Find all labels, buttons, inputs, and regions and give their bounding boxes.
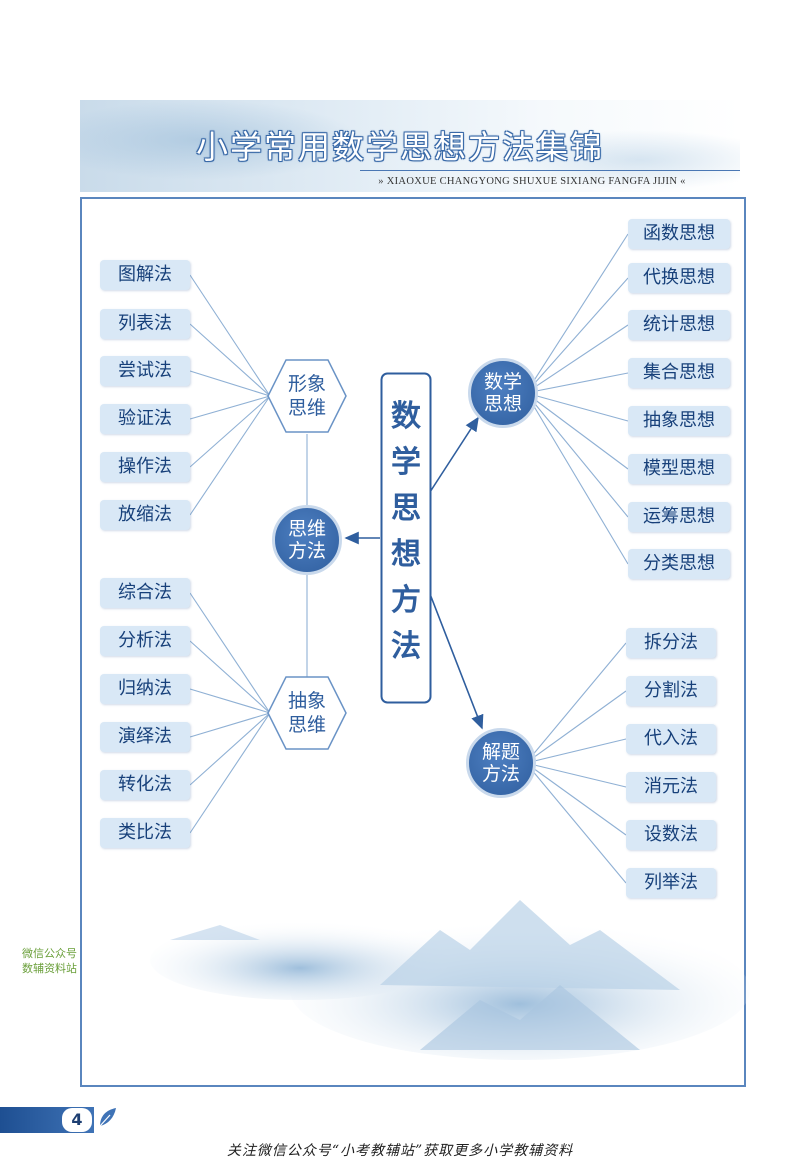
- hexagon-shape-upper: [267, 359, 347, 433]
- watermark-line: 微信公众号: [22, 947, 77, 960]
- connector-left-lower: [189, 712, 271, 738]
- leaf-right-upper: 函数思想: [628, 219, 730, 249]
- connector-right-lower: [525, 762, 627, 884]
- leaf-left-lower: 归纳法: [100, 674, 190, 704]
- page-title: 小学常用数学思想方法集锦: [195, 128, 604, 166]
- arrow-to-math-ideas: [429, 416, 479, 493]
- leaf-left-lower: 综合法: [100, 578, 190, 608]
- connector-right-upper: [525, 233, 629, 394]
- page-subtitle: » XIAOXUE CHANGYONG SHUXUE SIXIANG FANGF…: [378, 176, 686, 187]
- leaf-left-upper: 操作法: [100, 452, 190, 482]
- leaf-right-upper: 模型思想: [628, 454, 730, 484]
- connector-right-lower: [525, 762, 627, 788]
- connector-right-lower: [525, 690, 627, 764]
- connector-right-upper: [525, 277, 629, 394]
- connector-left-lower: [189, 712, 271, 786]
- hex-node-imagery-thinking: 形象思维: [268, 372, 346, 420]
- leaf-left-upper: 列表法: [100, 309, 190, 339]
- leaf-right-lower: 拆分法: [626, 628, 716, 658]
- connector-lines: [189, 233, 629, 884]
- leaf-left-lower: 演绎法: [100, 722, 190, 752]
- connector-left-upper: [189, 395, 271, 516]
- leaf-icon: [99, 1108, 116, 1127]
- subtitle-rule: [360, 170, 740, 171]
- diagram-frame: [80, 197, 746, 1087]
- leaf-left-lower: 分析法: [100, 626, 190, 656]
- leaf-left-upper: 放缩法: [100, 500, 190, 530]
- hub-math-ideas: 数学思想: [468, 358, 538, 428]
- connector-left-upper: [189, 395, 271, 420]
- leaf-left-lower: 类比法: [100, 818, 190, 848]
- connector-left-lower: [189, 712, 271, 834]
- page-number: 4: [62, 1108, 92, 1132]
- leaf-left-upper: 尝试法: [100, 356, 190, 386]
- leaf-right-lower: 代入法: [626, 724, 716, 754]
- leaf-left-upper: 验证法: [100, 404, 190, 434]
- watermark: 微信公众号 数辅资料站: [22, 946, 102, 976]
- connector-right-lower: [525, 762, 627, 836]
- hex-label-text: 形象思维: [287, 373, 326, 419]
- connector-left-lower: [189, 592, 271, 714]
- hub-thinking-methods: 思维方法: [272, 505, 342, 575]
- connector-left-upper: [189, 274, 271, 397]
- banner-mist-decoration: [80, 100, 740, 192]
- connector-left-lower: [189, 688, 271, 714]
- hub-label: 解题方法: [481, 741, 520, 785]
- footer-note: 关注微信公众号“小考教辅站”获取更多小学教辅资料: [226, 1143, 574, 1159]
- connector-right-upper: [525, 392, 629, 565]
- connector-right-lower: [525, 642, 627, 764]
- connector-right-upper: [525, 372, 629, 394]
- hub-label: 数学思想: [483, 371, 522, 415]
- leaf-right-upper: 统计思想: [628, 310, 730, 340]
- connector-right-upper: [525, 392, 629, 470]
- mountain-scenery: [150, 900, 750, 1060]
- connector-right-lower: [525, 738, 627, 764]
- connector-left-upper: [189, 395, 271, 468]
- leaf-right-lower: 消元法: [626, 772, 716, 802]
- leaf-left-lower: 转化法: [100, 770, 190, 800]
- connector-right-upper: [525, 324, 629, 394]
- hex-label-text: 抽象思维: [287, 690, 326, 736]
- connector-left-upper: [189, 323, 271, 397]
- leaf-right-lower: 列举法: [626, 868, 716, 898]
- arrow-to-problem-solving: [429, 593, 484, 730]
- connector-right-upper: [525, 392, 629, 518]
- watermark-line: 数辅资料站: [22, 962, 77, 975]
- leaf-right-upper: 分类思想: [628, 549, 730, 579]
- hub-problem-solving: 解题方法: [466, 728, 536, 798]
- connector-left-lower: [189, 640, 271, 714]
- leaf-right-lower: 设数法: [626, 820, 716, 850]
- leaf-right-upper: 代换思想: [628, 263, 730, 293]
- center-label-box: [380, 372, 432, 704]
- leaf-left-upper: 图解法: [100, 260, 190, 290]
- connector-left-upper: [189, 370, 271, 397]
- hex-node-abstract-thinking: 抽象思维: [268, 689, 346, 737]
- leaf-right-upper: 抽象思想: [628, 406, 730, 436]
- leaf-right-lower: 分割法: [626, 676, 716, 706]
- hub-label: 思维方法: [287, 518, 326, 562]
- center-node-label: 数学思想方法: [391, 399, 421, 664]
- hexagon-shape-lower: [267, 676, 347, 750]
- leaf-right-upper: 运筹思想: [628, 502, 730, 532]
- connector-right-upper: [525, 392, 629, 422]
- leaf-right-upper: 集合思想: [628, 358, 730, 388]
